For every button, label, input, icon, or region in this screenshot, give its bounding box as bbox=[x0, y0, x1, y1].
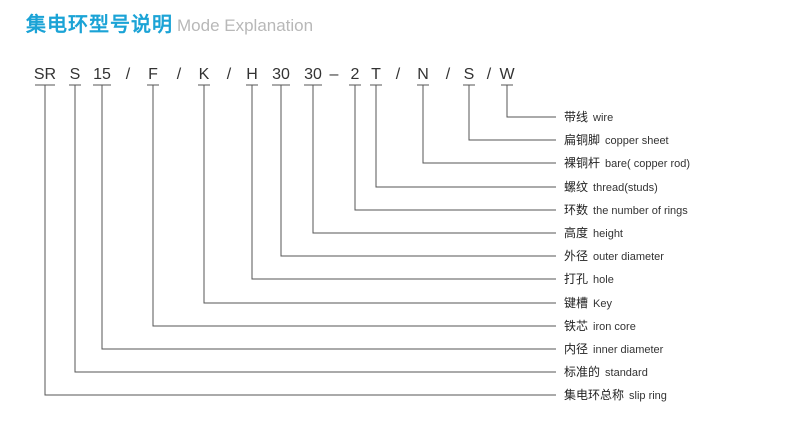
legend-label-d15: 内径 inner diameter bbox=[564, 342, 664, 356]
legend-en: inner diameter bbox=[593, 344, 664, 356]
legend-en: standard bbox=[605, 367, 648, 379]
legend-label-d2: 环数 the number of rings bbox=[564, 202, 688, 217]
legend-label-sr: 集电环总称 slip ring bbox=[564, 387, 667, 402]
title-chinese: 集电环型号说明 bbox=[26, 12, 173, 36]
legend-cn: 集电环总称 bbox=[564, 387, 624, 402]
code-token-slash2: / bbox=[177, 66, 182, 83]
code-token-slash4: / bbox=[396, 66, 401, 83]
leader-line-k bbox=[203, 85, 556, 304]
legend-label-f: 铁芯 iron core bbox=[564, 319, 636, 333]
leader-line-sr bbox=[44, 85, 556, 396]
code-token-w: W bbox=[499, 66, 515, 83]
legend-en: wire bbox=[592, 112, 613, 124]
legend-cn: 外径 bbox=[564, 249, 588, 263]
code-token-slash6: / bbox=[487, 66, 492, 83]
legend-cn: 扁铜脚 bbox=[564, 132, 600, 147]
code-token-t: T bbox=[371, 66, 381, 83]
code-token-n: N bbox=[417, 66, 429, 83]
legend-label-t: 螺纹 thread(studs) bbox=[564, 180, 658, 194]
leader-line-t bbox=[375, 85, 556, 188]
code-token-slash1: / bbox=[126, 66, 131, 83]
code-token-d30b: 30 bbox=[304, 66, 322, 83]
code-token-f: F bbox=[148, 66, 158, 83]
legend-label-h: 打孔 hole bbox=[564, 272, 614, 286]
leader-line-n bbox=[422, 85, 556, 164]
legend-cn: 标准的 bbox=[564, 364, 600, 379]
leader-line-h bbox=[251, 85, 556, 280]
legend-label-d30b: 高度 height bbox=[564, 225, 623, 240]
legend-en: height bbox=[593, 228, 623, 240]
leader-line-d2 bbox=[354, 85, 556, 211]
code-token-d15: 15 bbox=[93, 66, 111, 83]
legend-en: thread(studs) bbox=[593, 182, 658, 194]
legend-cn: 高度 bbox=[564, 225, 588, 240]
leader-line-d15 bbox=[101, 85, 556, 350]
legend-en: hole bbox=[593, 274, 614, 286]
leader-line-w bbox=[506, 85, 556, 118]
leader-line-f bbox=[152, 85, 556, 327]
legend-cn: 裸铜杆 bbox=[564, 155, 600, 170]
code-token-d2: 2 bbox=[351, 66, 360, 83]
code-token-dash: – bbox=[330, 66, 339, 83]
legend-cn: 环数 bbox=[564, 202, 588, 217]
code-token-h: H bbox=[246, 66, 258, 83]
legend-label-n: 裸铜杆 bare( copper rod) bbox=[564, 155, 690, 170]
leader-line-s2 bbox=[468, 85, 556, 141]
leader-line-s bbox=[74, 85, 556, 373]
legend-en: slip ring bbox=[629, 390, 667, 402]
code-token-slash3: / bbox=[227, 66, 232, 83]
legend-en: the number of rings bbox=[593, 205, 688, 217]
legend-cn: 螺纹 bbox=[564, 180, 588, 194]
code-token-s: S bbox=[70, 66, 81, 83]
legend-cn: 带线 bbox=[564, 110, 588, 124]
code-token-sr: SR bbox=[34, 66, 56, 83]
legend-label-s: 标准的 standard bbox=[564, 364, 648, 379]
title-english: Mode Explanation bbox=[177, 16, 314, 35]
legend-cn: 内径 bbox=[564, 342, 588, 356]
legend-en: bare( copper rod) bbox=[605, 158, 690, 170]
legend-label-w: 带线 wire bbox=[564, 110, 613, 124]
page-title: 集电环型号说明 Mode Explanation bbox=[26, 8, 313, 36]
leader-line-d30b bbox=[312, 85, 556, 234]
legend-en: Key bbox=[593, 298, 612, 310]
legend-en: iron core bbox=[593, 321, 636, 333]
code-token-slash5: / bbox=[446, 66, 451, 83]
code-token-d30a: 30 bbox=[272, 66, 290, 83]
legend-en: copper sheet bbox=[605, 135, 669, 147]
legend-cn: 打孔 bbox=[564, 272, 588, 286]
code-token-k: K bbox=[199, 66, 210, 83]
leader-line-d30a bbox=[280, 85, 556, 257]
legend-cn: 键槽 bbox=[564, 296, 588, 310]
legend-label-d30a: 外径 outer diameter bbox=[564, 249, 664, 263]
legend-en: outer diameter bbox=[593, 251, 664, 263]
legend-cn: 铁芯 bbox=[564, 319, 588, 333]
legend-label-s2: 扁铜脚 copper sheet bbox=[564, 132, 669, 147]
legend-label-k: 键槽 Key bbox=[564, 296, 612, 310]
code-token-s2: S bbox=[464, 66, 475, 83]
